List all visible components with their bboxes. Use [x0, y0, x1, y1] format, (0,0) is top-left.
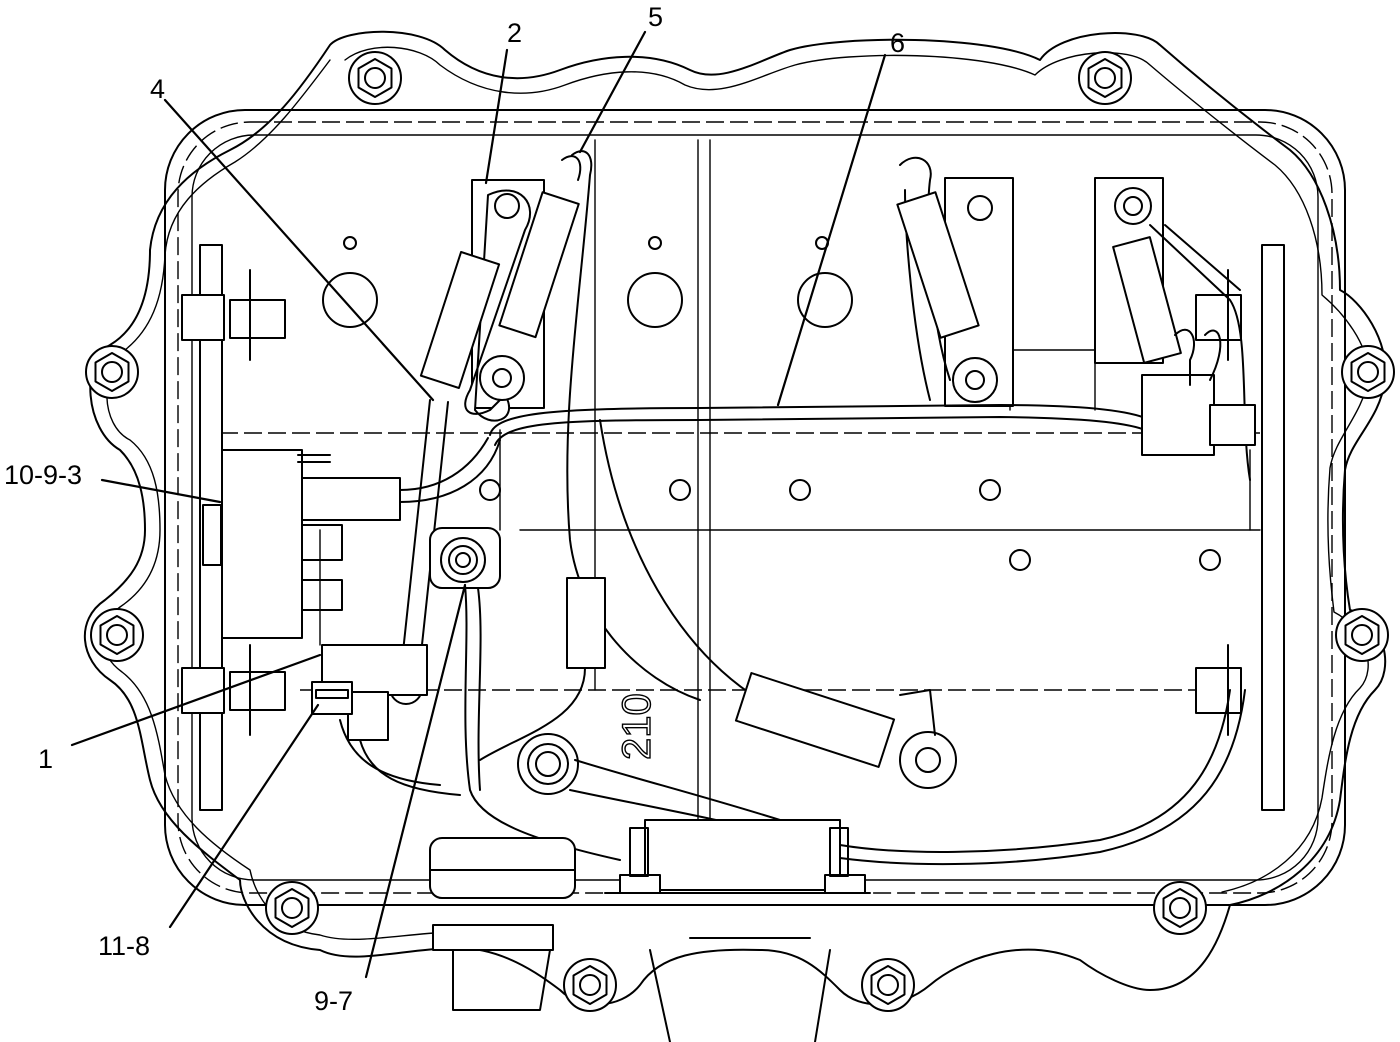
bottom-stud [339, 719, 781, 836]
callout-11-8: 11-8 [98, 931, 150, 961]
leader-5 [578, 30, 647, 154]
housing-outline [83, 30, 1387, 1006]
callout-labels: 2 5 6 4 10-9-3 1 11-8 9-7 [4, 2, 905, 1016]
mounting-hole [322, 272, 378, 328]
bolt-head [90, 608, 144, 662]
bolt-head [861, 958, 915, 1012]
callout-5: 5 [648, 2, 663, 32]
mounting-hole [979, 479, 1001, 501]
bolt-head [1335, 608, 1389, 662]
leader-6 [776, 53, 887, 407]
bolt-head [1078, 51, 1132, 105]
fuse-holder [479, 577, 606, 761]
callout-4: 4 [150, 74, 165, 104]
cable-mid [599, 419, 957, 789]
bolt-head [348, 51, 402, 105]
bolt-head [265, 881, 319, 935]
leader-4 [163, 98, 435, 402]
mounting-hole [343, 236, 357, 250]
callout-9-7: 9-7 [314, 986, 353, 1016]
mounting-hole [627, 272, 683, 328]
mounting-hole [648, 236, 662, 250]
mounting-holes [322, 236, 1221, 571]
mounting-hole [797, 272, 853, 328]
mounting-hole [479, 479, 501, 501]
cable-5 [479, 150, 701, 701]
contactor-1 [311, 529, 428, 741]
leader-10-9-3 [100, 478, 222, 504]
leader-1 [70, 653, 322, 747]
mounting-hole [789, 479, 811, 501]
mounting-hole [669, 479, 691, 501]
harness-6 [399, 328, 1256, 503]
bolt-head [1153, 881, 1207, 935]
bottom-harness [839, 689, 1246, 866]
cable-2 [389, 189, 531, 705]
callout-10-9-3: 10-9-3 [4, 460, 82, 490]
bolt-head [85, 345, 139, 399]
bolt-head [1341, 345, 1395, 399]
relay-box [202, 449, 401, 639]
leader-lines [70, 30, 887, 979]
callout-1: 1 [38, 744, 53, 774]
leader-11-8 [168, 703, 320, 929]
bolt-heads [85, 51, 1395, 1012]
cable-right-2 [1112, 187, 1251, 481]
bolt-head [563, 958, 617, 1012]
callout-6: 6 [890, 28, 905, 58]
mounting-hole [1199, 549, 1221, 571]
cable-right-1 [896, 156, 998, 403]
stamp-210: 210 [615, 693, 659, 760]
leader-9-7 [364, 583, 467, 979]
mounting-hole [1009, 549, 1031, 571]
bottom-legs [432, 924, 831, 1042]
busbar-block [429, 819, 871, 899]
callout-2: 2 [507, 18, 522, 48]
leader-2 [484, 48, 509, 185]
